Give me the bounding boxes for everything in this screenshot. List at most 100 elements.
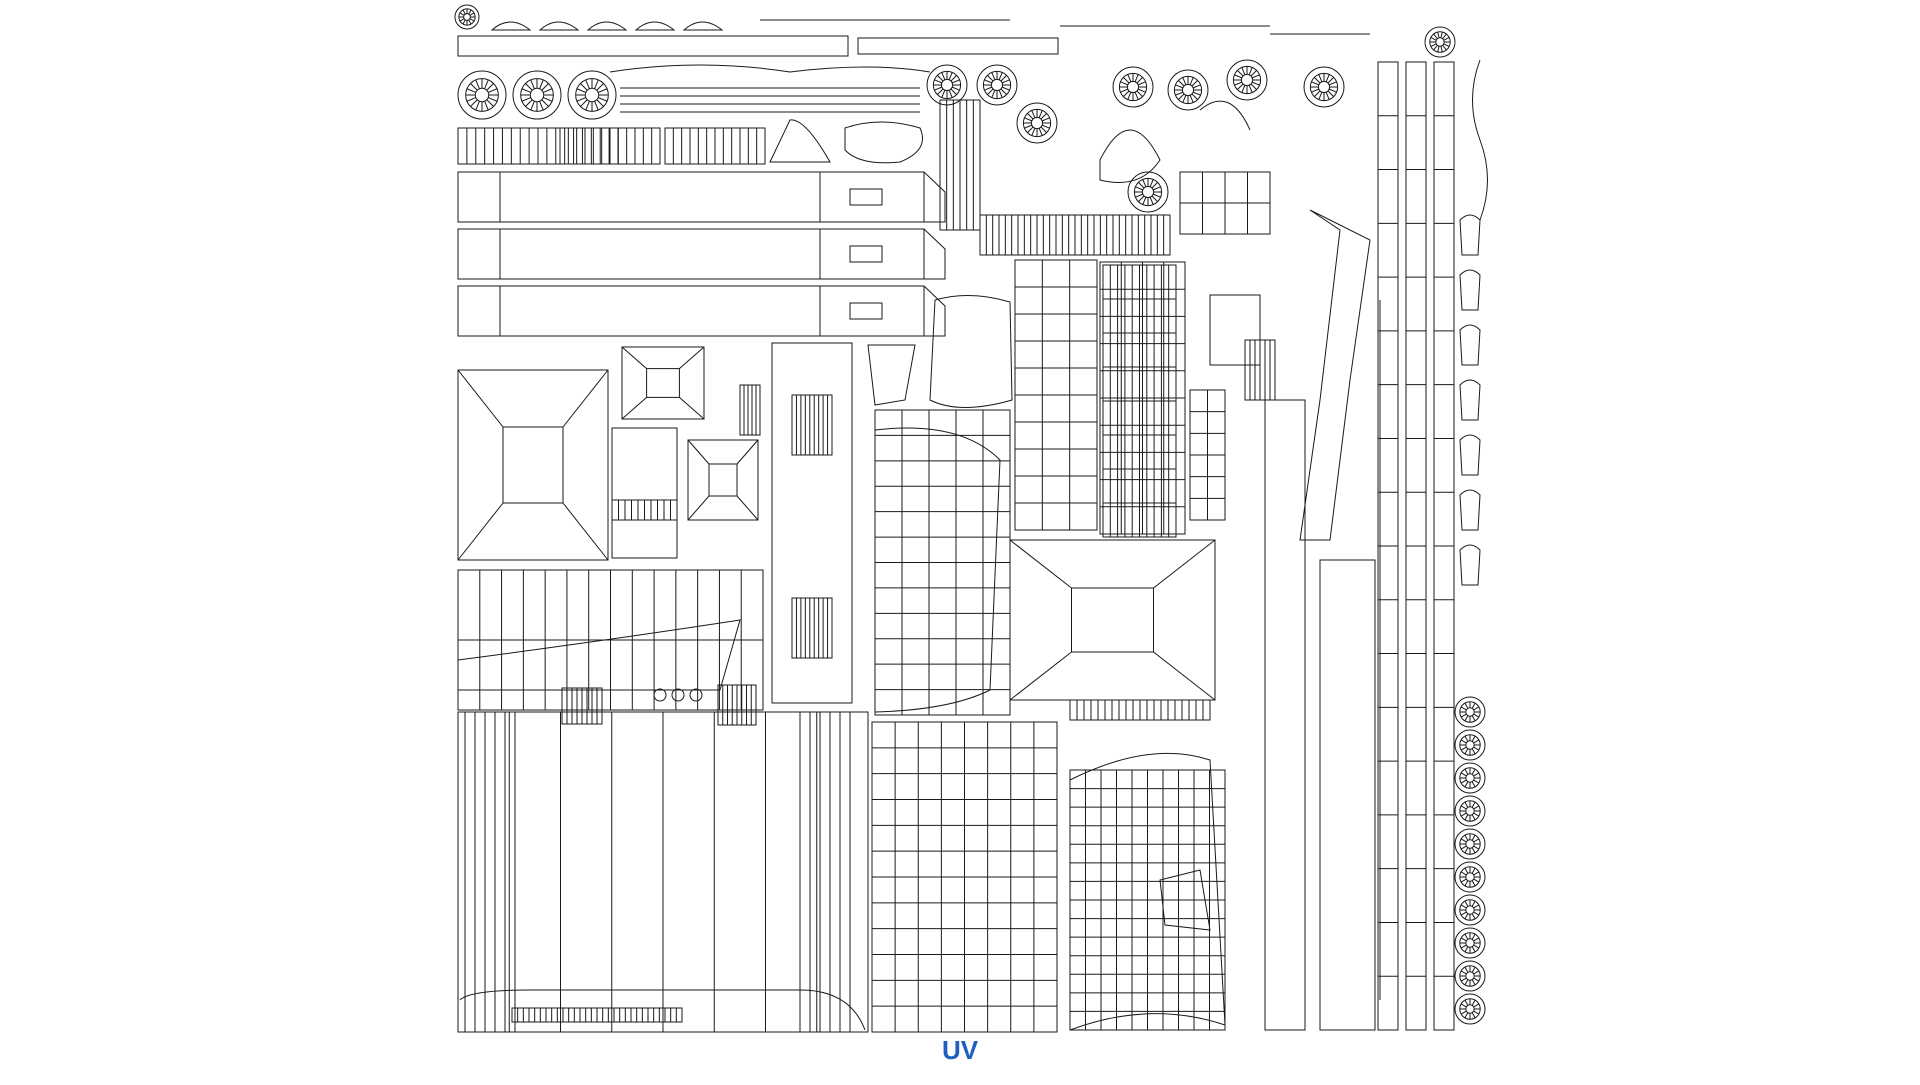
road-wheel-center-spoke [1325, 74, 1330, 83]
road-wheel-left-spoke [543, 88, 553, 93]
road-wheel-right-spoke [1460, 845, 1467, 850]
road-wheel-left-spoke [521, 88, 531, 93]
top-long-strip [457, 35, 849, 57]
road-wheel-right-spoke [1471, 979, 1476, 986]
center-panel-curve [874, 427, 1001, 713]
road-wheel-left-spoke [576, 97, 586, 102]
road-wheel-center-spoke [1000, 75, 1007, 82]
road-wheel-center-spoke [1038, 110, 1043, 119]
fender-piece-left [769, 119, 831, 163]
road-wheel-center-spoke [937, 88, 944, 95]
road-wheel-right-spoke [1460, 1003, 1467, 1008]
road-wheel-right-spoke [1460, 977, 1467, 982]
road-wheel-right-spoke [1460, 805, 1467, 810]
road-wheel-center-spoke [1328, 88, 1337, 93]
road-wheel-right-spoke [1464, 801, 1469, 808]
road-wheel-center [1112, 66, 1154, 108]
road-wheel-left-spoke [585, 79, 590, 89]
tank-side-panel-top-detail [849, 188, 883, 206]
road-wheel-left-spoke [484, 79, 489, 89]
road-wheel-right [1454, 960, 1486, 992]
road-wheel-right-spoke [1464, 834, 1469, 841]
road-wheel-center-spoke [948, 72, 953, 81]
road-wheel-center-spoke [1149, 196, 1154, 205]
road-wheel-center-spoke [1040, 113, 1047, 120]
track-shoe [1459, 324, 1481, 366]
road-wheel-right-spoke [1460, 706, 1467, 711]
road-wheel-right-spoke [1471, 702, 1476, 709]
road-wheel-right-spoke [1464, 900, 1469, 907]
road-wheel-right-hub [1465, 1004, 1475, 1014]
top-long-strip-right [857, 37, 1059, 55]
road-wheel-center [976, 64, 1018, 106]
road-wheel-right-hub [1465, 806, 1475, 816]
vertical-panel-grille-2 [791, 597, 833, 659]
road-wheel-center-spoke [1135, 186, 1144, 191]
road-wheel-center-spoke [951, 86, 960, 91]
sprocket-top-left-hub [463, 13, 471, 21]
road-wheel-left-spoke [530, 79, 535, 89]
road-wheel-right-spoke [1460, 944, 1467, 949]
road-wheel-right-spoke [1471, 847, 1476, 854]
road-wheel-right-spoke [1473, 779, 1480, 784]
sprocket-top-right-spoke [1440, 45, 1443, 53]
road-wheel-right [1454, 828, 1486, 860]
road-wheel-right-spoke [1464, 880, 1469, 887]
road-wheel-right-spoke [1464, 946, 1469, 953]
road-wheel-center-spoke [1191, 93, 1198, 100]
road-wheel-left-spoke [525, 83, 533, 91]
turret-roof-panel-edge [562, 369, 609, 428]
road-wheel-center-spoke [1134, 74, 1139, 83]
hatch-panel-right-edge [736, 495, 759, 521]
road-wheel-center-spoke [1191, 80, 1198, 87]
road-wheel-center-spoke [948, 89, 953, 98]
road-wheel-center [1167, 69, 1209, 111]
engine-deck-panel-edge [1009, 651, 1072, 701]
road-wheel-right [1454, 795, 1486, 827]
road-wheel-center-spoke [1027, 126, 1034, 133]
sprocket-top-right-spoke [1440, 31, 1443, 39]
sprocket-top-right-hub [1435, 37, 1445, 47]
tank-side-panel-top-end-cap [923, 171, 946, 223]
road-wheel-right-hub [1465, 773, 1475, 783]
tank-side-panel-bottom-detail [849, 302, 883, 320]
turret-roof-panel-edge [457, 369, 504, 428]
road-wheel-center-spoke [1120, 88, 1129, 93]
sprocket-top-left-spoke [468, 9, 472, 15]
hatch-panel-right-inner [708, 463, 738, 497]
road-wheel-center-spoke [1001, 86, 1010, 91]
road-wheel-center-spoke [1152, 193, 1161, 198]
tank-side-panel-top [457, 171, 925, 223]
road-wheel-center-spoke [934, 86, 943, 91]
sprocket-top-right-spoke [1437, 31, 1440, 39]
road-wheel-center-spoke [1325, 91, 1330, 100]
road-wheel-center-spoke [1189, 77, 1194, 86]
engine-deck-panel-edge [1153, 651, 1216, 701]
tank-side-panel-middle-end-cap [923, 228, 946, 280]
road-wheel-center-spoke [1251, 81, 1260, 86]
fender-piece-right [844, 121, 923, 164]
track-link-piece [538, 21, 580, 31]
road-wheel-right-spoke [1471, 715, 1476, 722]
road-wheel-right-spoke [1473, 970, 1480, 975]
road-wheel-right-spoke [1464, 814, 1469, 821]
road-wheel-center-spoke [1192, 91, 1201, 96]
tank-side-panel-bottom [457, 285, 925, 337]
road-wheel-center-hub [940, 78, 954, 92]
sprocket-top-right-spoke [1443, 37, 1450, 41]
road-wheel-right-spoke [1473, 772, 1480, 777]
hatch-panel-right-edge [687, 439, 710, 465]
road-wheel-center-hub [1181, 83, 1195, 97]
road-wheel-left [567, 70, 617, 120]
seat-cushion [929, 294, 1013, 408]
curved-guide [609, 64, 931, 73]
tank-side-panel-bottom-end-cap [923, 285, 946, 337]
track-curve-wire [1472, 59, 1488, 221]
road-wheel-right [1454, 993, 1486, 1025]
road-wheel-left-spoke [486, 99, 494, 107]
road-wheel-right-spoke [1460, 937, 1467, 942]
road-wheel-center-spoke [1241, 84, 1246, 93]
sprocket-top-left-spoke [462, 9, 466, 15]
sprocket-top-left-spoke [459, 18, 465, 22]
